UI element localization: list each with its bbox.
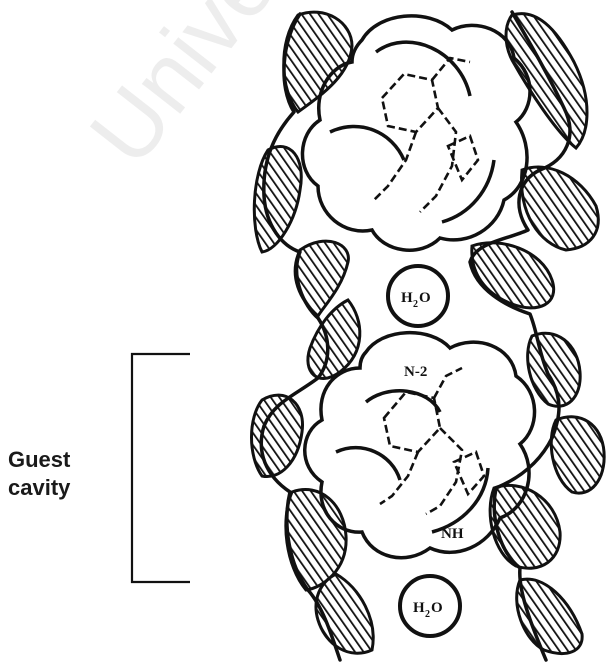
water-tail-upper: O [419, 290, 431, 306]
guest-cavity-label-line2: cavity [8, 474, 108, 502]
right-wall-segment-3 [472, 243, 554, 308]
water-circle-lower [400, 576, 460, 636]
water-symbol-upper: H [401, 290, 413, 306]
water-circle-upper [388, 266, 448, 326]
upper-cage-inner-arc-2 [330, 127, 404, 160]
guest-cavity-bracket [132, 354, 190, 582]
right-wall-segment-6 [490, 485, 560, 568]
atom-label-n2: N-2 [404, 364, 427, 380]
water-subscript-upper: 2 [413, 299, 418, 310]
left-host-wall [252, 12, 374, 653]
right-wall-segment-4 [528, 333, 581, 406]
water-molecule-lower: H 2 O [400, 576, 460, 636]
upper-guest-ring [382, 74, 438, 132]
atom-label-nh: NH [441, 526, 464, 542]
right-wall-segment-7 [517, 579, 582, 653]
lower-guest-ring-2 [454, 452, 484, 494]
guest-cavity-label-line1: Guest [8, 446, 108, 474]
upper-cage-inner-arc-3 [442, 160, 494, 222]
lower-guest-chain-3 [434, 368, 462, 398]
lower-cage-inner-arc-2 [336, 448, 400, 480]
guest-cavity-label: Guest cavity [8, 446, 108, 502]
right-wall-segment-5 [551, 417, 604, 493]
upper-guest-ring-2 [448, 136, 478, 180]
water-subscript-lower: 2 [425, 609, 430, 620]
upper-guest-molecule [372, 58, 478, 212]
right-host-wall [472, 14, 604, 654]
water-tail-lower: O [431, 600, 443, 616]
water-symbol-lower: H [413, 600, 425, 616]
right-wall-segment-2 [522, 167, 599, 250]
water-molecule-upper: H 2 O [388, 266, 448, 326]
